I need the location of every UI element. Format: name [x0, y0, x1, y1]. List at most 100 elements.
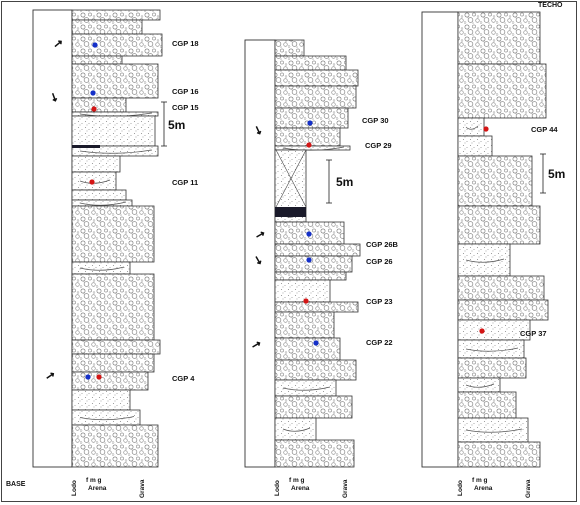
trace-fossil-symbol [51, 92, 58, 102]
bed-6 [457, 205, 541, 245]
cross-bedding [79, 179, 111, 184]
trace-fossil-symbol [252, 341, 261, 348]
sample-label-cgp-11: CGP 11 [172, 178, 198, 187]
trace-fossil-symbol [255, 126, 262, 135]
bed-15 [274, 301, 359, 313]
bed-5 [457, 155, 533, 207]
sample-label-cgp-22: CGP 22 [366, 338, 393, 347]
column-margin-band [421, 11, 459, 468]
sample-marker-blue [306, 231, 312, 237]
bed-2 [457, 63, 547, 119]
cross-bedding [282, 146, 345, 151]
bed-12 [71, 189, 127, 201]
bed-6 [71, 97, 127, 113]
bed-1 [274, 39, 305, 57]
sample-marker-red [306, 142, 312, 148]
sample-marker-blue [306, 257, 312, 263]
scale-label-middle: 5m [336, 175, 353, 189]
bed-17 [274, 337, 341, 361]
scale-bar-left: 5m [161, 101, 185, 147]
bed-16 [457, 441, 541, 468]
axis-label-fmg: f m g [472, 477, 488, 484]
bed-7 [457, 243, 511, 277]
bed-20 [274, 395, 353, 419]
bed-4 [457, 135, 493, 157]
sample-marker-red [96, 374, 102, 380]
sample-label-cgp-15: CGP 15 [172, 103, 199, 112]
bed-3 [71, 33, 163, 57]
cross-bedding [79, 201, 127, 206]
axis-label-arena: Arena [88, 485, 107, 492]
scale-label-right: 5m [548, 167, 565, 181]
bed-20 [71, 389, 131, 411]
cross-bedding [79, 149, 153, 154]
sample-marker-blue [92, 42, 98, 48]
axis-label-lodo: Lodo [457, 480, 464, 496]
trace-fossil-symbol [54, 40, 62, 48]
base-label: BASE [6, 481, 26, 488]
axis-label-arena: Arena [291, 485, 310, 492]
bed-10 [71, 155, 121, 173]
cross-bedding [465, 347, 519, 352]
coal-bed [72, 145, 100, 148]
scale-bar-middle: 5m [326, 159, 353, 204]
cross-bedding [465, 258, 505, 263]
bed-16 [274, 311, 335, 339]
top-label: TECHO [538, 2, 563, 9]
bed-17 [71, 339, 161, 355]
bed-3 [274, 69, 359, 87]
scale-bar-right: 5m [540, 153, 565, 194]
bed-22 [274, 439, 355, 468]
cross-bedding [79, 266, 125, 271]
sample-label-cgp-16: CGP 16 [172, 87, 199, 96]
bed-19 [71, 371, 149, 391]
axis-label-fmg: f m g [289, 477, 305, 484]
sample-label-cgp-18: CGP 18 [172, 39, 199, 48]
bed-14 [274, 279, 331, 303]
bed-16 [71, 273, 155, 341]
sample-label-cgp-26b: CGP 26B [366, 240, 399, 249]
bed-13 [457, 377, 501, 393]
cross-bedding [282, 386, 331, 391]
cross-bedding [465, 428, 523, 433]
column-margin-band [244, 39, 276, 468]
axis-label-arena: Arena [474, 485, 493, 492]
axis-label-fmg: f m g [86, 477, 102, 484]
axis-label-grava: Grava [525, 479, 532, 498]
bed-18 [71, 353, 155, 373]
trace-fossil-symbol [46, 372, 55, 379]
axis-label-lodo: Lodo [274, 480, 281, 496]
bed-8 [457, 275, 545, 301]
axis-label-lodo: Lodo [71, 480, 78, 496]
axis-label-grava: Grava [139, 479, 146, 498]
bed-14 [71, 205, 155, 263]
bed-3 [457, 117, 485, 137]
bed-9 [457, 299, 549, 321]
cross-bedding [282, 427, 311, 432]
bed-2 [274, 55, 347, 71]
coal-bed [275, 207, 306, 217]
bed-5 [71, 63, 159, 99]
cross-bedding [79, 416, 135, 421]
sample-marker-red [479, 328, 485, 334]
bed-1 [71, 9, 161, 21]
sample-label-cgp-37: CGP 37 [520, 329, 547, 338]
sample-marker-blue [307, 120, 313, 126]
cross-bedding [465, 125, 479, 130]
sample-marker-red [89, 179, 95, 185]
bed-8 [71, 115, 156, 147]
column-margin-band [32, 9, 73, 468]
sample-marker-blue [85, 374, 91, 380]
sample-label-cgp-30: CGP 30 [362, 116, 389, 125]
bed-4 [71, 55, 123, 65]
bed-12 [274, 255, 353, 273]
sample-label-cgp-44: CGP 44 [531, 125, 558, 134]
bed-1 [457, 11, 541, 65]
sample-marker-blue [313, 340, 319, 346]
cross-bedding [465, 383, 495, 388]
sample-label-cgp-26: CGP 26 [366, 257, 393, 266]
